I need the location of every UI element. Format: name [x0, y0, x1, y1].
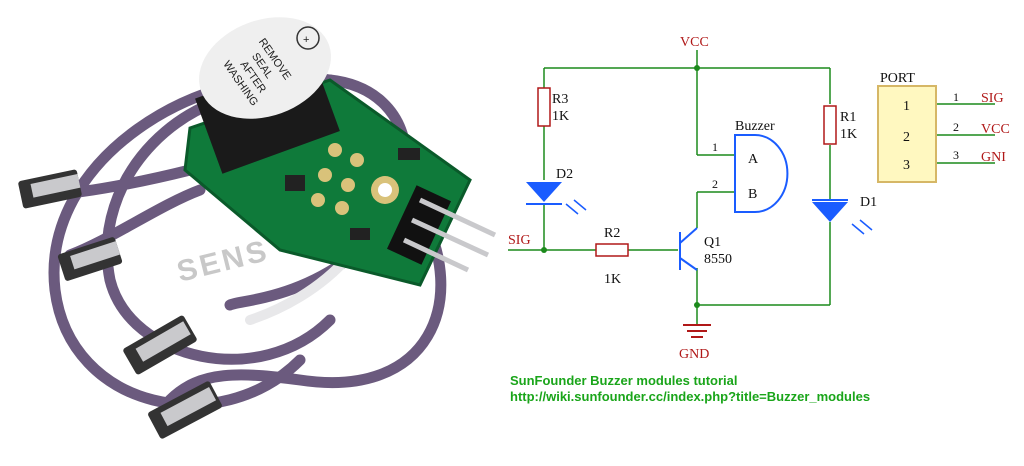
port-wire-1-num: 1: [953, 90, 959, 104]
tutorial-link[interactable]: http://wiki.sunfounder.cc/index.php?titl…: [510, 389, 871, 404]
port-wire-3-num: 3: [953, 148, 959, 162]
q1-part: 8550: [704, 252, 732, 267]
tutorial-title: SunFounder Buzzer modules tutorial: [510, 373, 738, 388]
vcc-label: VCC: [680, 35, 709, 50]
r3-name: R3: [552, 92, 568, 107]
junction-dots: [541, 65, 700, 308]
port-pin-gnd-label: GNI: [981, 150, 1006, 165]
gnd-label: GND: [679, 347, 709, 362]
sig-label: SIG: [508, 233, 531, 248]
r1-resistor: [823, 105, 837, 145]
d2-label: D2: [556, 167, 573, 182]
q1-name: Q1: [704, 235, 721, 250]
buzzer-pin-a: A: [748, 152, 759, 167]
schematic-wires: [508, 50, 995, 325]
r3-resistor: [537, 87, 551, 127]
buzzer-wire-2: 2: [712, 177, 718, 191]
port-block: [877, 85, 937, 183]
buzzer-wire-1: 1: [712, 140, 718, 154]
r2-value: 1K: [604, 272, 621, 287]
port-pin-2-num: 2: [903, 130, 910, 145]
d2-led: [526, 182, 587, 215]
ground-symbol: [683, 324, 711, 338]
module-photo: + REMOVE SEAL AFTER WASHING SENS: [0, 0, 505, 466]
port-pin-vcc-label: VCC: [981, 122, 1010, 137]
buzzer-component: + REMOVE SEAL AFTER WASHING: [195, 17, 340, 174]
d1-label: D1: [860, 195, 877, 210]
q1-transistor: [679, 227, 698, 271]
port-wire-2-num: 2: [953, 120, 959, 134]
port-title: PORT: [880, 71, 915, 86]
r1-value: 1K: [840, 127, 857, 142]
d2-light-arrows-icon: [565, 199, 587, 215]
buzzer-plus-mark: +: [303, 34, 309, 46]
r2-resistor: [595, 243, 629, 257]
port-pin-3-num: 3: [903, 158, 910, 173]
port-pin-1-num: 1: [903, 99, 910, 114]
r3-value: 1K: [552, 109, 569, 124]
d1-led: [812, 199, 873, 235]
r2-name: R2: [604, 226, 620, 241]
buzzer-label: Buzzer: [735, 119, 775, 134]
d1-light-arrows-icon: [851, 219, 873, 235]
buzzer-symbol: [734, 134, 789, 213]
port-pin-sig-label: SIG: [981, 91, 1004, 106]
jumper-connectors: [18, 169, 222, 439]
r1-name: R1: [840, 110, 856, 125]
buzzer-pin-b: B: [748, 187, 757, 202]
